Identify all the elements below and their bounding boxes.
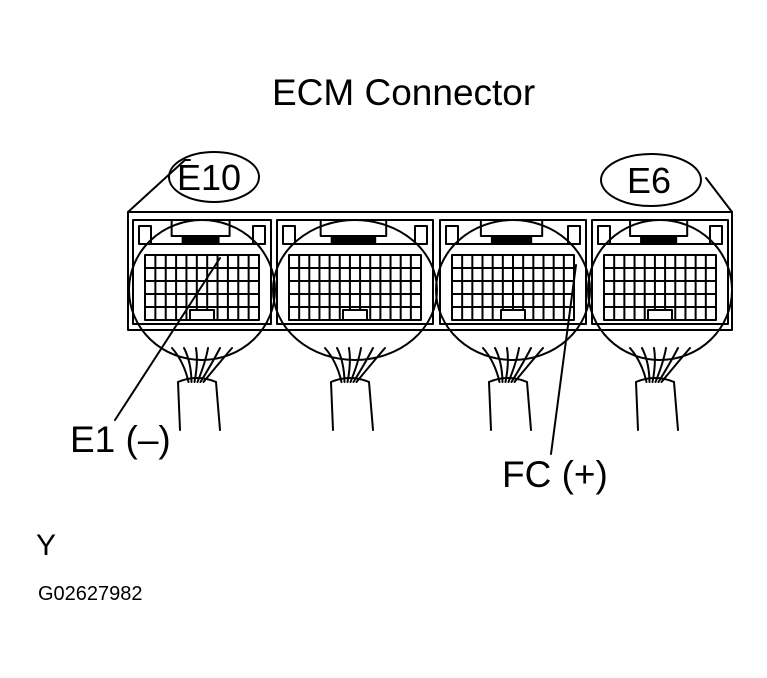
connector-tab-left [597,225,611,245]
wire-bundle-outline [587,219,733,361]
connector-label-e6: E6 [627,160,672,201]
wire [651,347,656,383]
cable-edge-left [177,381,181,431]
cable-edge-left [330,381,334,431]
cable-edge-right [526,381,532,431]
connector-label-e10: E10 [177,157,242,198]
connector-tab-right [414,225,428,245]
wire-bundle-outline [128,219,276,361]
cable-top [635,377,675,383]
cable-edge-right [673,381,679,431]
connector-key-notch [500,309,526,321]
label-oval-e6 [600,153,702,207]
cable-top [177,377,217,383]
cable-top [488,377,528,383]
cable-edge-right [368,381,374,431]
wire-bundle-outline [435,219,591,361]
wire [504,347,509,383]
connector-block-1 [128,219,276,431]
connector-tab-left [445,225,459,245]
connector-latch-slot [181,236,220,244]
connector-tab-right [252,225,266,245]
figure-code: G02627982 [38,583,143,605]
leader-fc [550,264,577,455]
connector-key-notch [342,309,368,321]
connector-tab-left [282,225,296,245]
cable-edge-right [215,381,221,431]
housing-outline [127,211,733,331]
connector-latch-slot [490,236,533,244]
connector-latch-slot [640,236,678,244]
connector-block-2 [272,219,438,431]
connector-tab-right [709,225,723,245]
wire [346,347,351,383]
connector-latch-slot [330,236,377,244]
wire [193,347,198,383]
connector-tab-right [567,225,581,245]
callout-fc-positive: FC (+) [502,454,608,495]
housing-left-bevel [127,159,186,213]
connector-key-notch [647,309,673,321]
diagram-title: ECM Connector [272,72,536,113]
cable-edge-left [635,381,639,431]
leader-e1 [114,257,221,421]
label-oval-e10 [168,151,260,203]
connector-key-notch [189,309,215,321]
cable-top [330,377,370,383]
callout-e1-negative: E1 (–) [70,419,171,460]
connector-tab-left [138,225,152,245]
connector-block-4 [587,219,733,431]
figure-marker: Y [36,529,57,562]
connector-block-3 [435,219,591,431]
cable-edge-left [488,381,492,431]
housing-right-bevel [705,177,733,213]
